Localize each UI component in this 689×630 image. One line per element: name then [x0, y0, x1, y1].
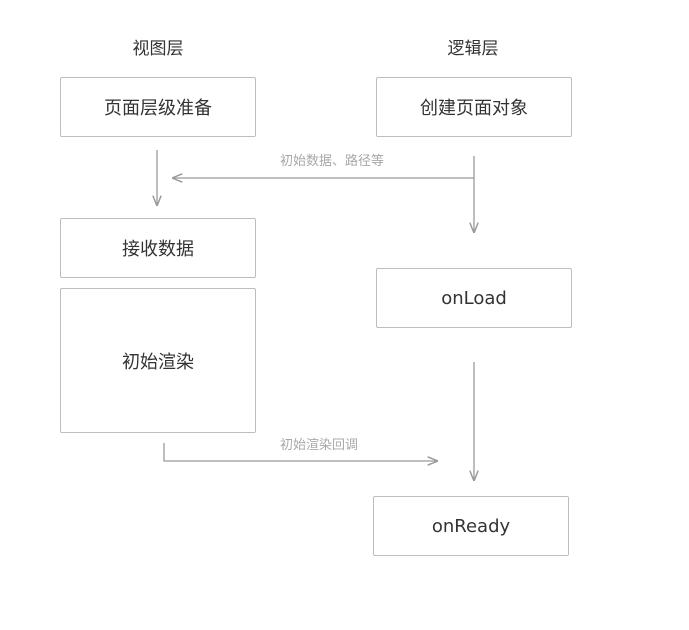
logic-layer-title: 逻辑层 — [447, 39, 499, 59]
view-layer-title: 视图层 — [132, 39, 184, 59]
arrow-render-callback — [163, 443, 437, 461]
initial-data-edge-label: 初始数据、路径等 — [280, 154, 385, 169]
page-level-prepare-label: 页面层级准备 — [104, 98, 212, 119]
page-level-prepare-node: 页面层级准备 — [60, 77, 256, 137]
onload-node: onLoad — [376, 268, 572, 328]
onready-node: onReady — [373, 496, 569, 556]
render-callback-edge-label: 初始渲染回调 — [280, 438, 359, 453]
create-page-object-node: 创建页面对象 — [376, 77, 572, 137]
initial-render-node: 初始渲染 — [60, 288, 256, 433]
initial-render-label: 初始渲染 — [122, 351, 194, 373]
receive-data-label: 接收数据 — [122, 239, 194, 260]
create-page-object-label: 创建页面对象 — [420, 98, 528, 119]
receive-data-node: 接收数据 — [60, 218, 256, 278]
onload-label: onLoad — [441, 287, 507, 309]
onready-label: onReady — [431, 515, 511, 537]
